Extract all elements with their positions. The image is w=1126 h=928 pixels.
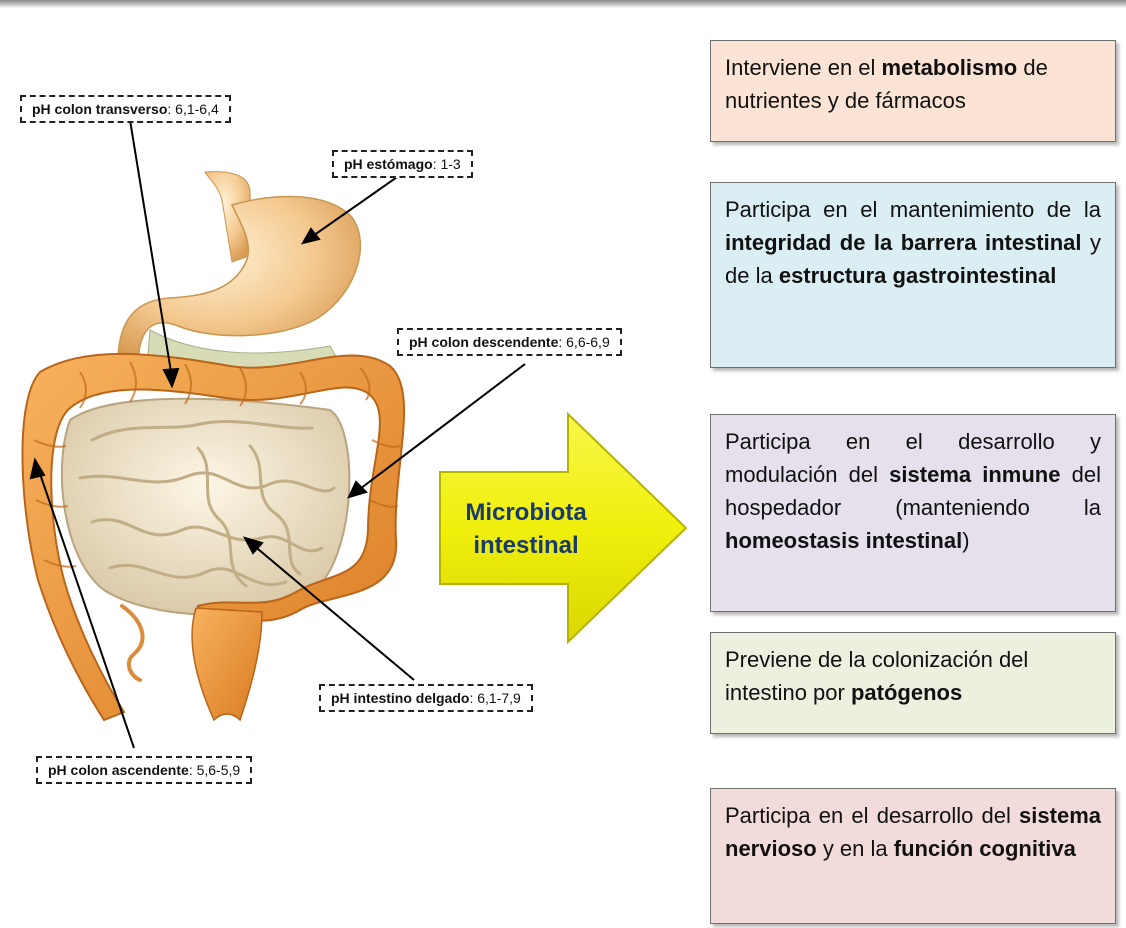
microbiota-label: Microbiota intestinal — [440, 496, 612, 562]
ph-label-name: pH colon descendente — [409, 334, 558, 350]
function-text: ) — [962, 528, 969, 553]
appendix — [122, 606, 143, 680]
ph-label-colon-descendente: pH colon descendente: 6,6-6,9 — [397, 328, 622, 356]
microbiota-label-line1: Microbiota — [440, 496, 612, 529]
function-box-nervioso: Participa en el desarrollo del sistema n… — [710, 788, 1116, 924]
function-text-bold: patógenos — [851, 680, 962, 705]
function-box-patogenos: Previene de la colonización del intestin… — [710, 632, 1116, 734]
function-text: y en la — [817, 836, 894, 861]
function-box-barrera: Participa en el mantenimiento de la inte… — [710, 182, 1116, 368]
ph-label-value: : 5,6-5,9 — [189, 762, 240, 778]
ph-label-name: pH colon transverso — [32, 101, 167, 117]
function-text-bold: sistema inmune — [889, 462, 1060, 487]
ph-label-value: : 6,6-6,9 — [558, 334, 609, 350]
ph-label-value: : 6,1-6,4 — [167, 101, 218, 117]
ph-label-name: pH colon ascendente — [48, 762, 189, 778]
rectum — [192, 608, 262, 720]
ph-label-name: pH estómago — [344, 156, 433, 172]
function-text-bold: metabolismo — [882, 55, 1018, 80]
ph-label-colon-transverso: pH colon transverso: 6,1-6,4 — [20, 95, 231, 123]
function-text-bold: función cognitiva — [894, 836, 1076, 861]
function-box-inmune: Participa en el desarrollo y modulación … — [710, 414, 1116, 612]
ph-label-value: : 6,1-7,9 — [469, 690, 520, 706]
function-text: Interviene en el — [725, 55, 882, 80]
ph-label-estomago: pH estómago: 1-3 — [332, 150, 473, 178]
ph-label-value: : 1-3 — [433, 156, 461, 172]
function-box-metabolismo: Interviene en el metabolismo de nutrient… — [710, 40, 1116, 142]
ph-label-colon-ascendente: pH colon ascendente: 5,6-5,9 — [36, 756, 252, 784]
function-text-bold: homeostasis intestinal — [725, 528, 962, 553]
function-text: Participa en el mantenimiento de la — [725, 197, 1101, 222]
function-text-bold: integridad de la barrera intestinal — [725, 230, 1082, 255]
function-text-bold: estructura gastrointestinal — [779, 263, 1057, 288]
function-text: Participa en el desarrollo del — [725, 803, 1019, 828]
ph-label-intestino-delgado: pH intestino delgado: 6,1-7,9 — [319, 684, 533, 712]
small-intestine — [62, 399, 350, 615]
microbiota-label-line2: intestinal — [440, 529, 612, 562]
ph-label-name: pH intestino delgado — [331, 690, 469, 706]
